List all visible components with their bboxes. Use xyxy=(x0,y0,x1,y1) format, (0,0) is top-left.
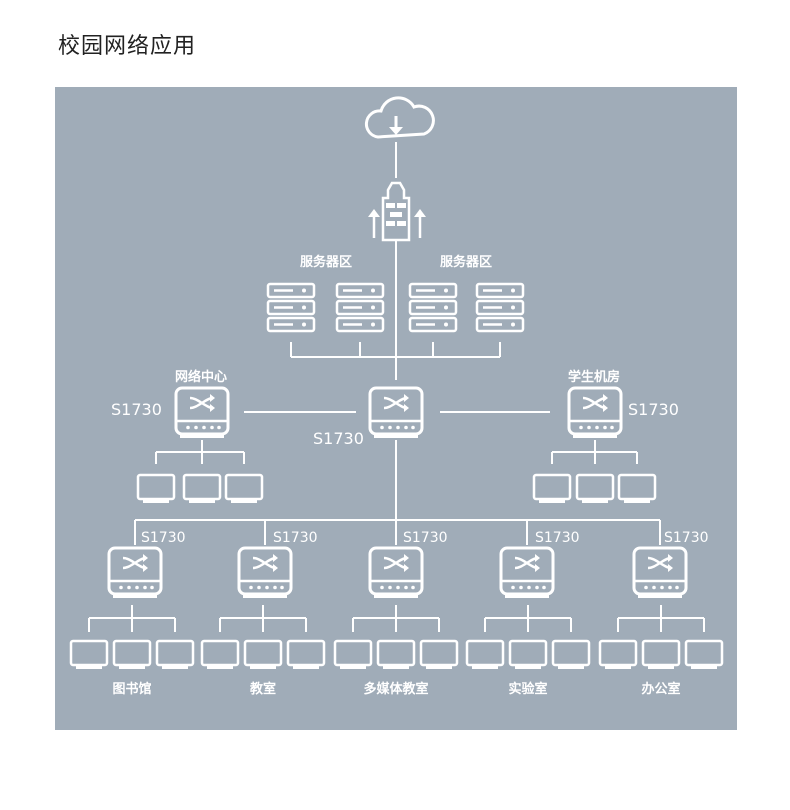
location-label-office: 办公室 xyxy=(641,682,681,697)
cloud-download-icon xyxy=(364,96,435,139)
server-icon xyxy=(475,282,525,333)
core-switch-model: S1730 xyxy=(313,429,364,448)
monitor-icon xyxy=(684,639,724,671)
monitor-icon xyxy=(243,639,283,671)
network-center-model: S1730 xyxy=(111,400,162,419)
monitor-icon xyxy=(155,639,195,671)
monitor-icon xyxy=(69,639,109,671)
student-lab-switch-icon xyxy=(567,386,623,440)
monitor-icon xyxy=(136,473,176,505)
access-switch-icon xyxy=(499,546,555,600)
network-center-switch-icon xyxy=(174,386,230,440)
firewall-icon xyxy=(368,181,426,242)
access-switch-icon xyxy=(107,546,163,600)
monitor-icon xyxy=(465,639,505,671)
server-icon xyxy=(408,282,458,333)
access-switch-icon xyxy=(368,546,424,600)
server-zone-label: 服务器区 xyxy=(299,255,353,270)
server-zone-label: 服务器区 xyxy=(439,255,493,270)
page-title: 校园网络应用 xyxy=(58,34,197,59)
monitor-icon xyxy=(112,639,152,671)
monitor-icon xyxy=(182,473,222,505)
monitor-icon xyxy=(200,639,240,671)
core-switch-icon xyxy=(368,386,424,440)
monitor-icon xyxy=(575,473,615,505)
access-switch-model: S1730 xyxy=(403,530,448,546)
monitor-icon xyxy=(532,473,572,505)
location-label-library: 图书馆 xyxy=(112,682,152,697)
connection-lines xyxy=(88,142,705,632)
monitor-icon xyxy=(333,639,373,671)
location-label-classroom: 教室 xyxy=(249,682,277,697)
access-switch-model: S1730 xyxy=(664,530,709,546)
location-label-laboratory: 实验室 xyxy=(508,682,548,697)
monitor-icon xyxy=(419,639,459,671)
access-switch-icon xyxy=(237,546,293,600)
access-switch-model: S1730 xyxy=(535,530,580,546)
monitor-icon xyxy=(551,639,591,671)
location-label-multimedia-classroom: 多媒体教室 xyxy=(363,682,429,697)
access-switch-icon xyxy=(632,546,688,600)
monitor-icon xyxy=(224,473,264,505)
monitor-icon xyxy=(641,639,681,671)
server-icon xyxy=(266,282,316,333)
monitor-icon xyxy=(376,639,416,671)
monitor-icon xyxy=(508,639,548,671)
monitor-icon xyxy=(286,639,326,671)
student-lab-label: 学生机房 xyxy=(567,370,621,385)
access-switch-model: S1730 xyxy=(273,530,318,546)
server-icon xyxy=(335,282,385,333)
network-center-label: 网络中心 xyxy=(174,370,228,385)
monitor-icon xyxy=(598,639,638,671)
monitor-icon xyxy=(617,473,657,505)
student-lab-model: S1730 xyxy=(628,400,679,419)
access-switch-model: S1730 xyxy=(141,530,186,546)
